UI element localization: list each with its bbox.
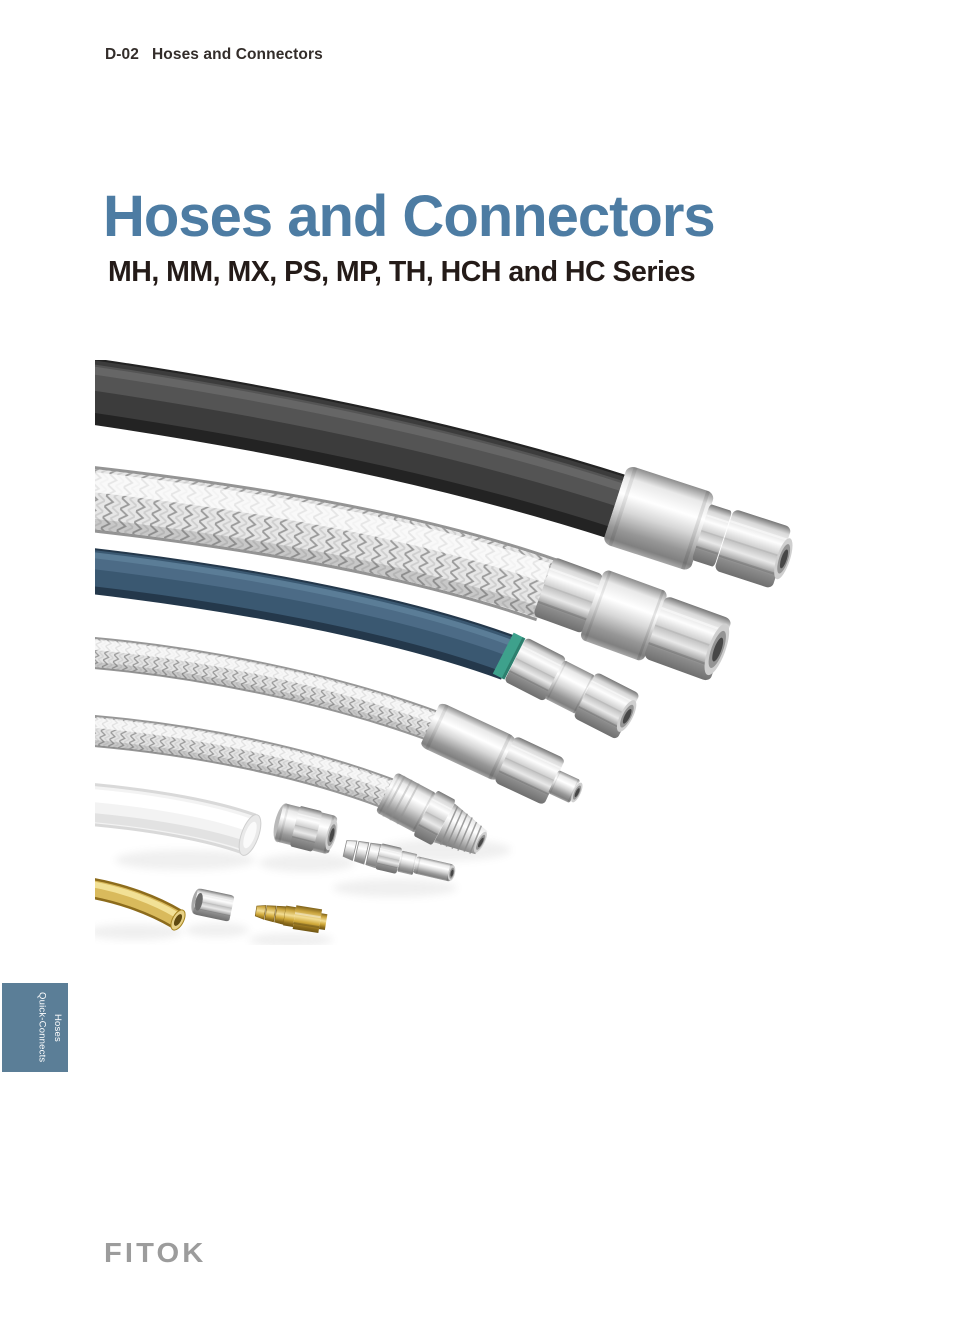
stainless-braided-hose-medium (95, 637, 585, 806)
page-header: D-02 Hoses and Connectors (105, 47, 323, 63)
male-npt-connector (375, 772, 490, 855)
tab-line-quick-connects: Quick-Connects (36, 992, 48, 1063)
fitok-logo: FITOK (104, 1237, 207, 1268)
page-code: D-02 (105, 46, 139, 63)
stainless-hose-barb-adapter (342, 840, 457, 882)
blue-rubber-hose-with-teal-band (95, 548, 641, 740)
black-rubber-hose (95, 360, 797, 589)
stainless-nut (191, 888, 235, 922)
blue-hose-end-connector (492, 632, 641, 740)
page-title: Hoses and Connectors (103, 184, 716, 249)
gold-tubing (95, 878, 186, 931)
header-section-title: Hoses and Connectors (152, 46, 323, 63)
soft-shadows (95, 839, 511, 945)
page-subtitle: MH, MM, MX, PS, MP, TH, HCH and HC Serie… (108, 256, 696, 288)
brass-hose-barb-fitting (254, 905, 328, 934)
white-plastic-tubing (95, 783, 262, 856)
stainless-braided-hose-large (95, 466, 735, 682)
tab-line-hoses: Hoses (52, 1013, 63, 1042)
section-index-tab: Hoses Quick-Connects (2, 983, 68, 1072)
product-photo (95, 360, 880, 945)
stainless-socket-fitting (273, 802, 340, 855)
section-index-tab-label: Hoses Quick-Connects (2, 983, 68, 1072)
stainless-braided-hose-npt-end (95, 714, 490, 855)
